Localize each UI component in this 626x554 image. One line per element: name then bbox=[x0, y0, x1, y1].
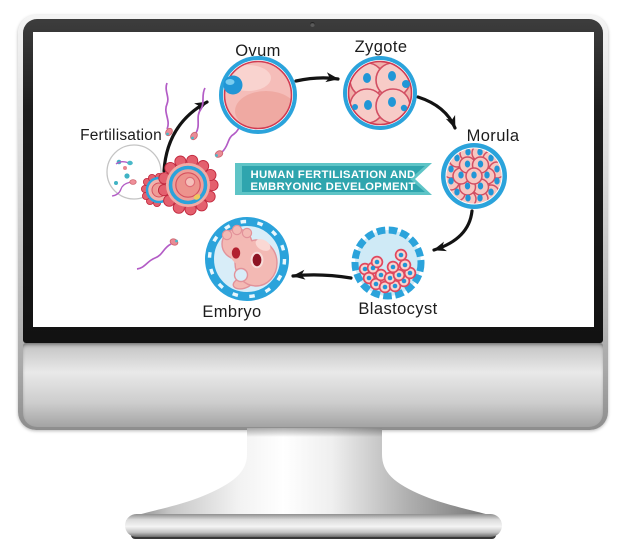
monitor-frame: HUMAN FERTILISATION AND EMBRYONIC DEVELO… bbox=[18, 15, 608, 430]
label-embryo: Embryo bbox=[202, 303, 261, 321]
arrow-blastocyst-to-embryo bbox=[291, 269, 353, 280]
stage-blastocyst bbox=[351, 226, 425, 300]
arrow-morula-to-blastocyst bbox=[432, 209, 474, 252]
monitor-stand bbox=[125, 428, 502, 539]
title-banner: HUMAN FERTILISATION AND EMBRYONIC DEVELO… bbox=[235, 163, 432, 195]
banner-ribbon-inner bbox=[242, 166, 425, 192]
monitor-screen: HUMAN FERTILISATION AND EMBRYONIC DEVELO… bbox=[33, 32, 594, 327]
stage-embryo bbox=[205, 217, 289, 301]
label-fertilisation: Fertilisation bbox=[80, 127, 162, 144]
zygote-nuclei bbox=[352, 71, 410, 112]
flow-arrows bbox=[162, 72, 474, 280]
webcam-dot-icon bbox=[310, 22, 315, 27]
arrow-zygote-to-morula bbox=[416, 95, 457, 130]
stage-zygote bbox=[343, 56, 417, 130]
ovum-nucleus bbox=[223, 75, 243, 95]
fertilisation-main-egg bbox=[157, 154, 219, 216]
label-blastocyst: Blastocyst bbox=[358, 300, 437, 318]
banner-title-line1: HUMAN FERTILISATION AND bbox=[250, 169, 415, 181]
label-zygote: Zygote bbox=[355, 38, 408, 56]
stage-morula bbox=[441, 143, 507, 209]
arrow-ovum-to-zygote bbox=[294, 72, 340, 83]
morula-nuclei bbox=[448, 148, 500, 202]
label-ovum: Ovum bbox=[235, 42, 281, 60]
arrow-fertilisation-to-ovum bbox=[162, 100, 209, 173]
embryo-body bbox=[221, 224, 278, 290]
embryology-diagram: HUMAN FERTILISATION AND EMBRYONIC DEVELO… bbox=[80, 38, 520, 321]
banner-title-line2: EMBRYONIC DEVELOPMENT bbox=[250, 181, 415, 193]
stand-base bbox=[125, 514, 502, 537]
stage-fertilisation bbox=[106, 82, 246, 270]
stage-ovum bbox=[219, 56, 297, 134]
monitor-chin bbox=[23, 343, 603, 427]
label-morula: Morula bbox=[467, 127, 520, 145]
stand-neck bbox=[126, 428, 501, 524]
